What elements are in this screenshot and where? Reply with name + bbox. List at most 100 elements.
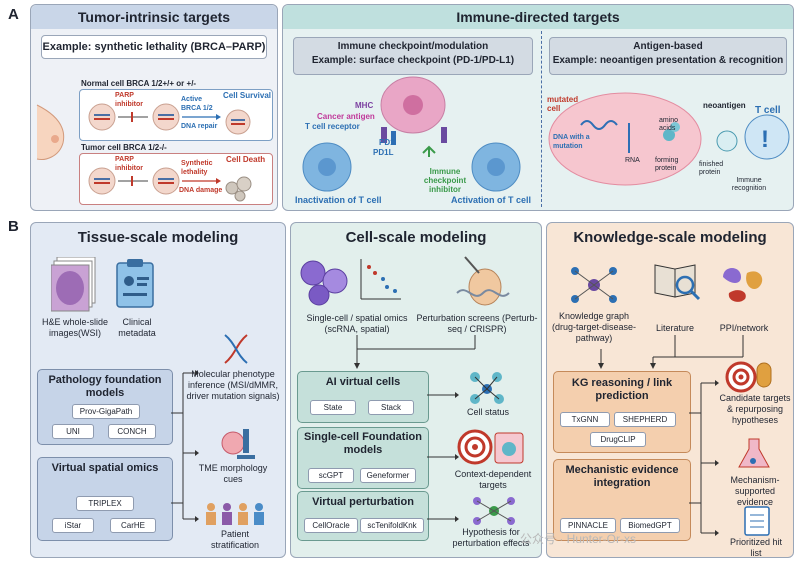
cell-status-icon (470, 372, 504, 404)
breast-illustration (36, 104, 65, 160)
ai-virtual-cells-title: AI virtual cells (325, 376, 401, 388)
exclaim-icon: ! (761, 126, 769, 153)
out-context: Context-dependent targets (454, 469, 532, 490)
panel-letter-a: A (8, 6, 19, 23)
tissue-arrows (171, 370, 199, 522)
pdl1-label: PD1L (373, 148, 394, 157)
patients-icon (206, 503, 264, 525)
knowledge-scale-panel: Knowledge-scale modeling Knowledge graph… (546, 222, 794, 558)
single-cell-fm-title: Single-cell Foundation models (304, 431, 422, 456)
model-chip-scgpt: scGPT (308, 468, 354, 483)
scatter-icon (360, 259, 401, 300)
wsi-icon (51, 257, 96, 312)
knowledge-input-arrows (598, 335, 744, 369)
t-cell-label: T cell (755, 105, 781, 116)
tissue-scale-title: Tissue-scale modeling (77, 229, 239, 246)
forming-protein-label: forming protein (655, 157, 679, 172)
cell-scale-panel: Cell-scale modeling Single-cell / spatia… (290, 222, 542, 558)
kg-label: Knowledge graph (drug-target-disease-pat… (551, 311, 637, 343)
tissue-scale-panel: Tissue-scale modeling H&E whole-slide im… (30, 222, 286, 558)
model-chip-biomedgpt: BiomedGPT (620, 518, 680, 533)
crispr-icon (456, 256, 510, 306)
mechanistic-evidence-box: Mechanistic evidence integration PINNACL… (553, 459, 691, 541)
model-chip-shepherd: SHEPHERD (614, 412, 676, 427)
checkpoint-title: Immune checkpoint/modulation (337, 41, 489, 52)
tumor-parp-label: PARP inhibitor (115, 156, 143, 172)
mhc-label: MHC (355, 101, 374, 110)
wsi-label: H&E whole-slide images(WSI) (41, 317, 109, 338)
rna-label: RNA (625, 157, 640, 164)
book-icon (654, 264, 701, 301)
pd1-label: PD1 (379, 138, 395, 147)
out-candidate: Candidate targets & repurposing hypothes… (719, 393, 791, 425)
model-chip-txgnn: TxGNN (560, 412, 610, 427)
out-hypothesis: Hypothesis for perturbation effects (452, 527, 530, 548)
out-hit-list: Prioritized hit list (729, 537, 783, 558)
normal-parp-label: PARP inhibitor (115, 92, 143, 108)
model-chip-cell-oracle: CellOracle (304, 518, 358, 533)
synthetic-lethality-label: Synthetic lethality (181, 160, 213, 176)
pathology-fm-title: Pathology foundation models (48, 374, 162, 399)
ppi-label: PPI/network (719, 323, 769, 333)
out-molecular: Molecular phenotype inference (MSI/dMMR,… (186, 369, 280, 401)
mechanistic-evidence-title: Mechanistic evidence integration (565, 464, 679, 489)
clipboard-icon (116, 259, 154, 308)
checkpoint-illustration (302, 76, 521, 192)
antigen-title-box: Antigen-based Example: neoantigen presen… (549, 37, 787, 75)
knowledge-scale-title: Knowledge-scale modeling (573, 229, 767, 246)
single-cell-fm-box: Single-cell Foundation models scGPT Gene… (297, 427, 429, 489)
network-icon (473, 497, 515, 525)
immune-divider (541, 31, 542, 207)
active-brca-label: Active BRCA 1/2 (181, 96, 213, 112)
normal-cell-label: Normal cell BRCA 1/2+/+ or +/- (81, 79, 197, 88)
virtual-perturbation-title: Virtual perturbation (312, 496, 414, 508)
virtual-perturbation-box: Virtual perturbation CellOracle scTenifo… (297, 491, 429, 541)
ai-virtual-cells-box: AI virtual cells State Stack (297, 371, 429, 423)
pathology-fm-box: Pathology foundation models Prov-GigaPat… (37, 369, 173, 445)
tumor-cell-pathway (88, 167, 252, 202)
cancer-antigen-label: Cancer antigen (317, 112, 375, 121)
single-cell-icon (300, 260, 348, 306)
model-chip-prov-gigapath: Prov-GigaPath (72, 404, 140, 419)
dna-repair-label: DNA repair (181, 123, 218, 130)
perturb-label: Perturbation screens (Perturb-seq / CRIS… (416, 313, 538, 334)
inactivation-label: Inactivation of T cell (295, 195, 382, 205)
mutated-cell-label: mutated cell (547, 95, 579, 113)
knowledge-graph-icon (571, 267, 617, 303)
clinical-label: Clinical metadata (118, 317, 156, 338)
out-patient: Patient stratification (210, 529, 260, 550)
omics-label: Single-cell / spatial omics (scRNA, spat… (306, 313, 408, 334)
synthetic-lethality-example: Example: synthetic lethality (BRCA–PARP) (41, 35, 267, 59)
normal-cell-pathway (88, 103, 251, 135)
cell-input-arrows (354, 335, 476, 369)
antigen-example: Example: neoantigen presentation & recog… (552, 55, 784, 66)
model-chip-conch: CONCH (108, 424, 156, 439)
dna-mutation-label: DNA with a mutation (553, 134, 590, 150)
model-chip-uni: UNI (52, 424, 94, 439)
cell-scale-title: Cell-scale modeling (345, 229, 487, 246)
model-chip-istar: iStar (52, 518, 94, 533)
antigen-illustration: ! (548, 92, 790, 186)
model-chip-pinnacle: PINNACLE (560, 518, 616, 533)
tumor-intrinsic-panel: Tumor-intrinsic targets Example: synthet… (30, 4, 278, 211)
tumor-intrinsic-title: Tumor-intrinsic targets (77, 9, 231, 25)
cell-output-arrows (427, 392, 459, 522)
dna-icon (224, 334, 248, 364)
model-chip-stack: Stack (368, 400, 414, 415)
immune-directed-title: Immune-directed targets (456, 9, 620, 25)
model-chip-state: State (310, 400, 356, 415)
activation-label: Activation of T cell (451, 195, 532, 205)
model-chip-carhe: CarHE (110, 518, 156, 533)
checklist-icon (744, 506, 770, 536)
cell-death-label: Cell Death (226, 155, 266, 164)
checkpoint-title-box: Immune checkpoint/modulation Example: su… (293, 37, 533, 75)
candidate-target-icon (725, 361, 772, 393)
out-mechanism: Mechanism-supported evidence (730, 475, 780, 507)
tumor-intrinsic-header: Tumor-intrinsic targets (31, 5, 277, 29)
dna-damage-label: DNA damage (179, 187, 223, 194)
kg-reasoning-title: KG reasoning / link prediction (571, 377, 673, 402)
normal-cell-row (79, 89, 273, 141)
kg-reasoning-box: KG reasoning / link prediction TxGNN SHE… (553, 371, 691, 453)
finished-protein-label: finished protein (699, 161, 724, 176)
out-cell-status: Cell status (466, 407, 510, 417)
